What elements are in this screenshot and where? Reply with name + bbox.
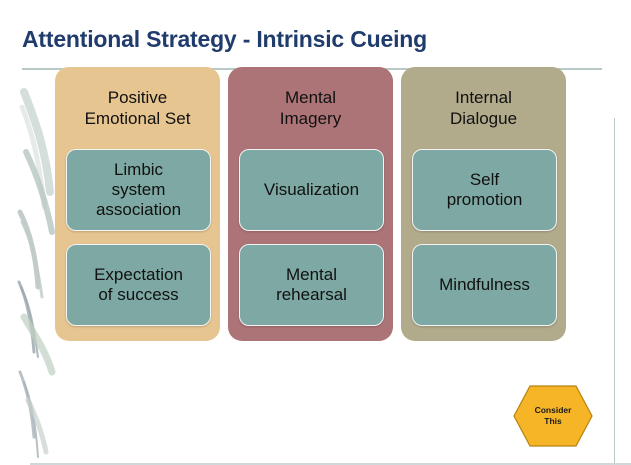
column-label: Positive Emotional Set <box>84 88 191 128</box>
right-border-line <box>614 118 615 465</box>
feather-decoration-icon <box>17 88 56 458</box>
consider-this-button[interactable]: Consider This <box>513 385 593 447</box>
slide-title: Attentional Strategy - Intrinsic Cueing <box>22 26 427 52</box>
card-mental-rehearsal: Mental rehearsal <box>239 244 384 326</box>
column-mental-imagery: Mental Imagery Visualization Mental rehe… <box>228 67 393 341</box>
card-expectation-of-success: Expectation of success <box>66 244 211 326</box>
card-self-promotion: Self promotion <box>412 149 557 231</box>
card-limbic-system-association: Limbic system association <box>66 149 211 231</box>
hexagon-icon <box>513 385 593 447</box>
card-mindfulness: Mindfulness <box>412 244 557 326</box>
bottom-border-line <box>30 463 631 465</box>
card-visualization: Visualization <box>239 149 384 231</box>
column-positive-emotional-set: Positive Emotional Set Limbic system ass… <box>55 67 220 341</box>
column-label: Internal Dialogue <box>449 88 518 128</box>
consider-this-label: Consider This <box>534 405 572 426</box>
column-label: Mental Imagery <box>279 88 342 128</box>
column-internal-dialogue: Internal Dialogue Self promotion Mindful… <box>401 67 566 341</box>
